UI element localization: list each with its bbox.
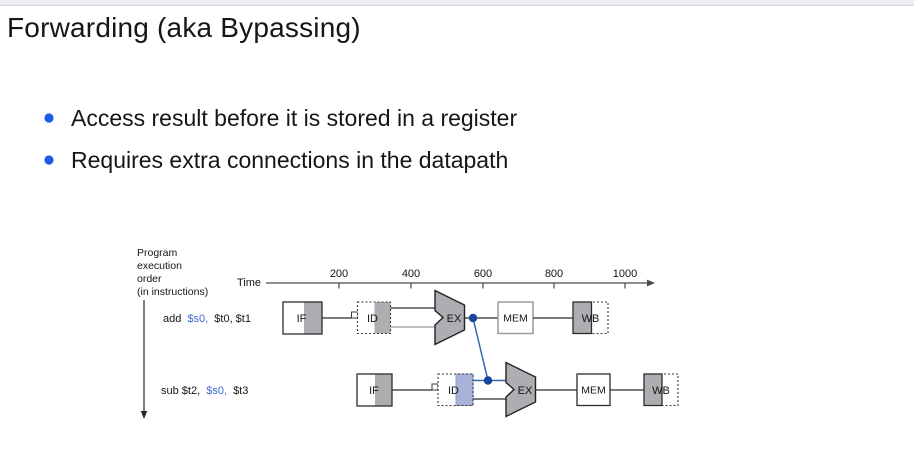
stage-label-mem: MEM: [581, 385, 606, 397]
stage-label-wb: WB: [652, 385, 670, 397]
instr-text: $t0, $t1: [214, 313, 251, 325]
stage-label-ex: EX: [518, 385, 533, 397]
tick-label: 400: [402, 268, 420, 280]
order-label-line: Program: [137, 247, 178, 259]
latch-icon: [431, 383, 439, 391]
order-label-line: (in instructions): [137, 286, 208, 298]
stage-box-if-shade: [304, 302, 322, 334]
stage-label-if: IF: [369, 385, 379, 397]
bullet-list: Access result before it is stored in a r…: [44, 97, 517, 181]
pipeline-row-add: IF ID EX MEM WB: [282, 289, 609, 346]
pipeline-row-sub: IF ID EX MEM: [356, 313, 679, 418]
instruction-label-sub: sub $t2, $s0, $t3: [161, 385, 248, 397]
forwarding-join-dot: [483, 376, 493, 385]
alu-shape-ex: [434, 289, 466, 346]
stage-label-ex: EX: [447, 313, 462, 325]
stage-label-mem: MEM: [503, 313, 528, 325]
latch-icon: [351, 311, 358, 319]
instr-text: sub $t2,: [161, 385, 200, 397]
stage-box-id-highlight: [455, 373, 474, 406]
bullet-dot: [44, 113, 54, 123]
bullet-item: Access result before it is stored in a r…: [44, 97, 517, 139]
time-axis: Time 200 400 600 800 1000: [237, 268, 655, 289]
stage-label-id: ID: [448, 385, 459, 397]
bullet-icon: [44, 155, 54, 165]
stage-box-id-shade: [374, 302, 391, 334]
alu-shape-ex: [505, 361, 537, 418]
bullet-icon: [44, 113, 54, 123]
stage-box-wb-shade: [572, 301, 593, 335]
stage-box-if-shade: [375, 374, 392, 406]
stage-box-id-border: [356, 301, 392, 335]
pipeline-diagram: Program execution order (in instructions…: [137, 247, 679, 419]
tick-label: 600: [474, 268, 492, 280]
time-axis-label: Time: [237, 277, 261, 289]
forwarding-line-diagonal: [472, 317, 489, 381]
program-order-label: Program execution order (in instructions…: [137, 247, 208, 419]
bullet-item: Requires extra connections in the datapa…: [44, 139, 517, 181]
stage-label-wb: WB: [582, 313, 600, 325]
register-highlight: $s0,: [187, 313, 208, 325]
forwarding-tap-dot: [468, 313, 478, 323]
tick-label: 800: [545, 268, 563, 280]
slide-title: Forwarding (aka Bypassing): [7, 12, 361, 43]
time-axis-arrow-icon: [647, 279, 655, 287]
tick-label: 1000: [613, 268, 637, 280]
order-label-line: execution: [137, 260, 182, 272]
instr-text: $t3: [233, 385, 248, 397]
bullet-dot: [44, 155, 54, 165]
window-top-bar: [0, 0, 914, 6]
bullet-text: Requires extra connections in the datapa…: [71, 146, 509, 173]
order-label-line: order: [137, 273, 162, 285]
order-arrow-head-icon: [140, 411, 148, 419]
stage-box-mem: [497, 301, 534, 335]
register-highlight: $s0,: [206, 385, 227, 397]
stage-label-if: IF: [297, 313, 307, 325]
bullet-text: Access result before it is stored in a r…: [71, 104, 518, 131]
stage-box-id-border: [437, 373, 474, 407]
instr-text: add: [163, 313, 181, 325]
instruction-label-add: add $s0, $t0, $t1: [163, 313, 251, 325]
tick-label: 200: [330, 268, 348, 280]
stage-label-id: ID: [367, 313, 378, 325]
stage-box-wb-shade: [643, 373, 663, 407]
